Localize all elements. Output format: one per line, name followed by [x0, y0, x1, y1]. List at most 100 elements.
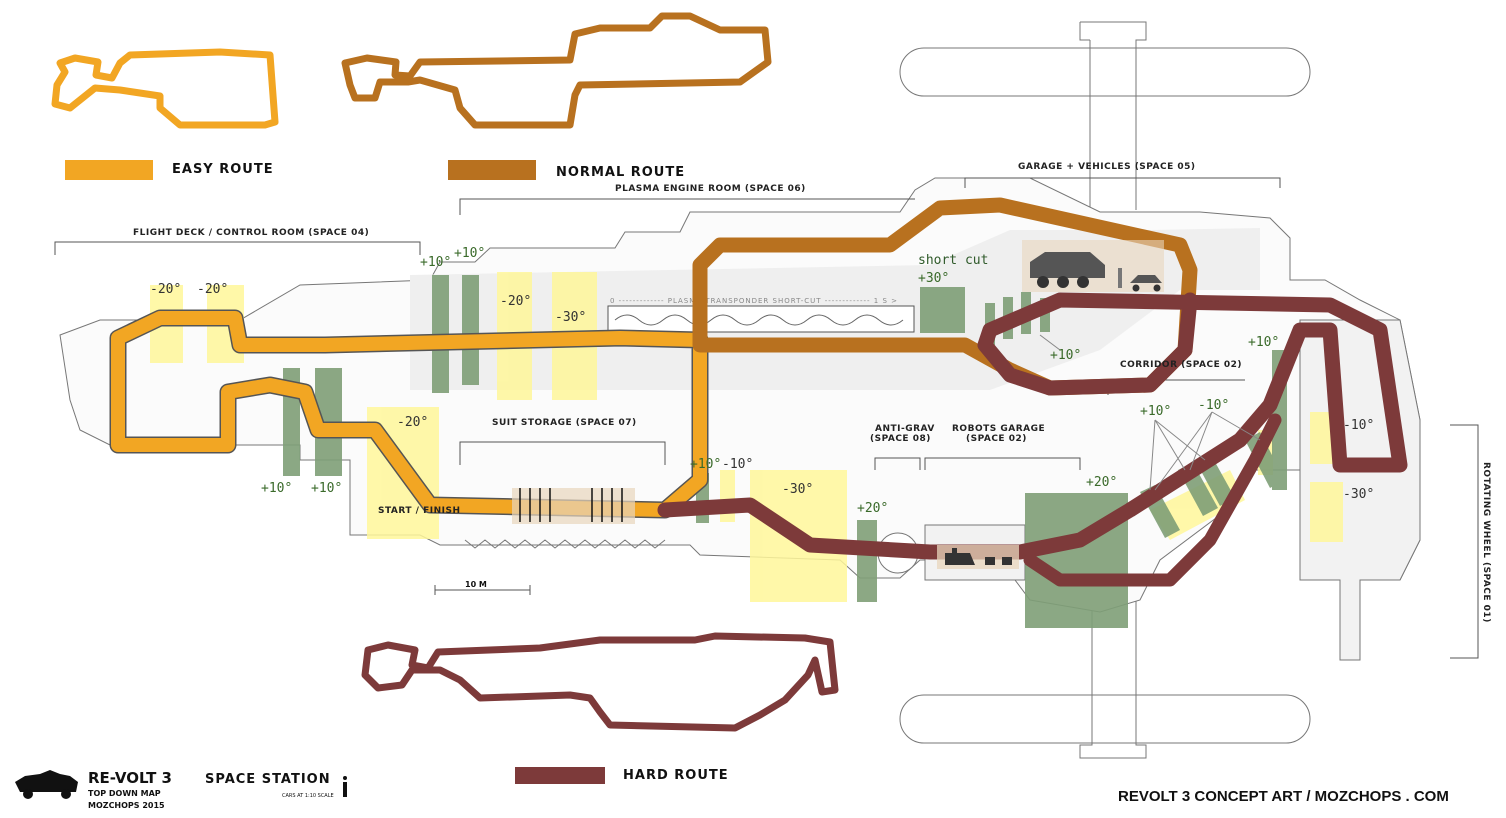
normal-route-legend: NORMAL ROUTE	[556, 165, 685, 180]
start-gate-box	[512, 488, 635, 524]
angle-label: -10°	[1198, 398, 1229, 413]
slope-zone	[720, 470, 735, 522]
hard-route-legend: HARD ROUTE	[623, 768, 729, 783]
rocket-icon	[1118, 268, 1122, 288]
robots-garage-space-label: (SPACE 02)	[966, 434, 1027, 444]
bracket-robots	[924, 457, 1081, 470]
wagon-icon	[1002, 557, 1012, 565]
hard-route-path	[1023, 413, 1282, 587]
gate-posts	[519, 488, 623, 522]
garage-vehicles	[1022, 240, 1164, 292]
angle-label: +10°	[1140, 404, 1171, 419]
slope-zone	[1310, 482, 1343, 542]
game-title: RE-VOLT 3	[88, 769, 172, 787]
car-logo-icon	[15, 770, 78, 792]
easy-route-legend: EASY ROUTE	[172, 162, 274, 177]
plasma-wave	[614, 314, 904, 326]
angle-label: -20°	[500, 294, 531, 309]
corridor-gate-lines	[1039, 334, 1261, 491]
bracket-flight-deck	[54, 241, 421, 255]
anti-grav-space-label: (SPACE 08)	[870, 434, 931, 444]
bracket-wheel	[1450, 424, 1479, 659]
angle-label: +10°	[420, 255, 451, 270]
hard-route-swatch	[515, 767, 605, 784]
gate-line	[1189, 411, 1213, 471]
plasma-engine-label: PLASMA ENGINE ROOM (SPACE 06)	[615, 184, 806, 194]
map-subtitle: TOP DOWN MAP	[88, 789, 161, 798]
angle-label: -20°	[197, 282, 228, 297]
normal-route-thumbnail	[341, 12, 772, 129]
normal-route-swatch	[448, 160, 536, 180]
car-logo-wheel-icon	[61, 789, 71, 799]
buggy-wheel-icon	[1153, 284, 1161, 292]
robots-train	[937, 545, 1019, 569]
bracket-plasma	[459, 198, 915, 215]
gate-line	[1154, 411, 1213, 491]
ramp-zone	[857, 520, 877, 602]
angle-label: +30°	[918, 271, 949, 286]
angle-label: -20°	[150, 282, 181, 297]
easy-route-path	[111, 311, 707, 517]
easy-route-thumbnail	[51, 48, 279, 129]
wagon-icon	[985, 557, 995, 565]
angle-label: -30°	[782, 482, 813, 497]
angle-label: -30°	[555, 310, 586, 325]
ramp-zone	[462, 275, 479, 385]
apc-wheel-icon	[1077, 276, 1089, 288]
garage-vehicles-label: GARAGE + VEHICLES (SPACE 05)	[1018, 162, 1196, 172]
scale-label: 10 M	[465, 580, 487, 589]
apc-vehicle-icon	[1030, 252, 1105, 278]
lower-pod	[899, 694, 1311, 744]
hard-route-thumbnail	[361, 632, 839, 732]
angle-labels: -20° -20° +10° +10° -20° -30° +10° +10° …	[150, 246, 1374, 516]
angle-label: -10°	[1343, 418, 1374, 433]
buggy-wheel-icon	[1132, 284, 1140, 292]
angle-label: +10°	[261, 481, 292, 496]
angle-label: +10°	[1248, 335, 1279, 350]
author-label: MOZCHOPS 2015	[88, 801, 165, 810]
gate-line	[1039, 334, 1061, 351]
angle-label: -10°	[722, 457, 753, 472]
angle-label: +10°	[690, 457, 721, 472]
angle-label: +20°	[857, 501, 888, 516]
bracket-antigrav	[874, 457, 921, 470]
ramp-zone	[920, 287, 965, 333]
anti-grav-label: ANTI-GRAV	[875, 424, 935, 434]
angle-label: -30°	[1343, 487, 1374, 502]
angle-label: -20°	[397, 415, 428, 430]
locomotive-icon	[945, 548, 975, 565]
angle-label: +20°	[1086, 475, 1117, 490]
robots-garage-label: ROBOTS GARAGE	[952, 424, 1045, 434]
person-scale-icon	[343, 776, 347, 797]
scale-bar	[434, 585, 531, 595]
easy-thumb-path	[51, 48, 279, 129]
car-logo-wheel-icon	[23, 789, 33, 799]
flight-deck-label: FLIGHT DECK / CONTROL ROOM (SPACE 04)	[133, 228, 369, 238]
start-finish-label: START / FINISH	[378, 506, 461, 516]
scale-note: CARS AT 1:10 SCALE	[282, 793, 334, 799]
rotating-wheel-label: ROTATING WHEEL (SPACE 01)	[1481, 462, 1491, 623]
gate-line	[1149, 419, 1156, 491]
vertical-spine	[1079, 21, 1147, 759]
level-title: SPACE STATION	[205, 772, 331, 787]
easy-route-swatch	[65, 160, 153, 180]
credit-text: REVOLT 3 CONCEPT ART / MOZCHOPS . COM	[1118, 788, 1449, 805]
suit-storage-label: SUIT STORAGE (SPACE 07)	[492, 418, 637, 428]
apc-wheel-icon	[1037, 276, 1049, 288]
angle-label: +10°	[454, 246, 485, 261]
gate-line	[1154, 419, 1186, 471]
ramp-zone	[1040, 298, 1050, 332]
start-finish-gates	[512, 488, 635, 524]
corridor-label: CORRIDOR (SPACE 02)	[1120, 360, 1242, 370]
suit-storage-rail	[464, 539, 666, 549]
title-block: RE-VOLT 3 SPACE STATION TOP DOWN MAP MOZ…	[15, 769, 347, 810]
bracket-suit	[459, 441, 666, 465]
hard-thumb-path	[361, 632, 839, 732]
plasma-strip-label: 0 ------------- PLASMA TRANSPONDER SHORT…	[610, 297, 898, 305]
angle-label: +10°	[1050, 348, 1081, 363]
upper-pod	[899, 47, 1311, 97]
normal-thumb-path	[341, 12, 772, 129]
gate-line	[1211, 411, 1261, 441]
easy-route-track	[109, 309, 709, 519]
